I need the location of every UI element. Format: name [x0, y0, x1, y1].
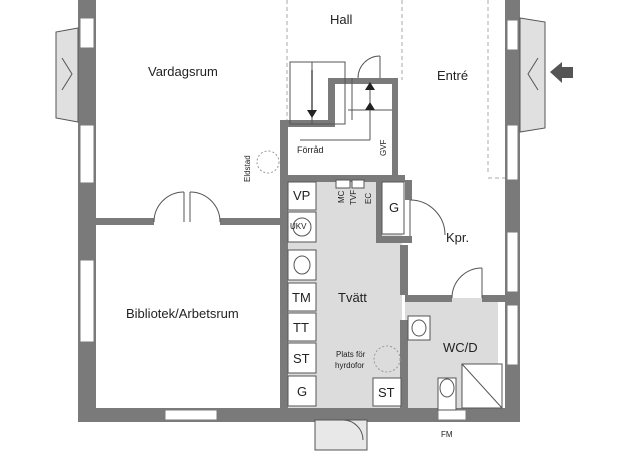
fixture-tm: TM [292, 290, 311, 305]
fixture-g-closet: G [389, 200, 400, 215]
fixture-ukv: UKV [290, 222, 307, 231]
label-gvf: GVF [379, 139, 388, 156]
label-ec: EC [364, 192, 373, 204]
fixture-st-floor: ST [378, 385, 395, 400]
room-tvatt: Tvätt [338, 290, 367, 305]
fixture-boxes [287, 181, 405, 407]
dashed-circles [256, 150, 401, 373]
room-bibliotek: Bibliotek/Arbetsrum [126, 306, 239, 321]
room-wc: WC/D [443, 340, 478, 355]
fixture-g-left: G [297, 384, 308, 399]
label-mc: MC [337, 190, 346, 203]
doors [153, 55, 483, 451]
room-kpr: Kpr. [446, 230, 470, 245]
fixture-tt: TT [293, 320, 309, 335]
fixture-st-left: ST [293, 351, 310, 366]
utility-boxes [335, 179, 365, 189]
entry-arrow-icon [550, 62, 573, 83]
label-fm: FM [441, 430, 453, 439]
label-plats-line2: hyrdofor [335, 361, 365, 370]
walls [78, 0, 520, 422]
hall-dashed-lines [286, 0, 505, 179]
windows [79, 17, 519, 421]
bay-windows [55, 17, 546, 133]
room-forrad: Förråd [297, 145, 324, 155]
sanitary [292, 217, 503, 411]
staircase [289, 61, 392, 141]
label-tvf: TVF [349, 189, 358, 205]
stair-arrow-icon [307, 70, 375, 118]
room-entre: Entré [437, 68, 469, 83]
room-hall: Hall [330, 12, 353, 27]
label-eldstad: Eldstad [243, 155, 252, 182]
room-vardagsrum: Vardagsrum [148, 64, 218, 79]
fixture-vp: VP [293, 188, 311, 203]
label-plats-line1: Plats för [336, 350, 366, 359]
